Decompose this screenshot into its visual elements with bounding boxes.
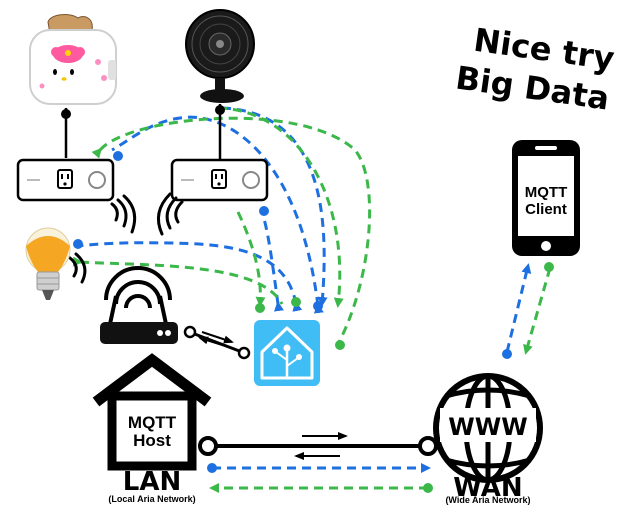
flow-ha-to-fan bbox=[217, 106, 344, 308]
flow-wan-to-phone bbox=[505, 263, 532, 353]
slogan: Nice try Big Data bbox=[453, 21, 616, 118]
flow-plug1-to-ha bbox=[91, 116, 372, 345]
flow-plug2-to-ha bbox=[236, 211, 266, 307]
wan-sublabel: (Wide Aria Network) bbox=[445, 495, 530, 505]
flow-phone-to-wan bbox=[523, 267, 552, 355]
globe-label: WWW bbox=[448, 413, 527, 441]
wifi-router-icon bbox=[100, 266, 178, 344]
smart-plug-2 bbox=[170, 158, 269, 202]
router-ha-link bbox=[183, 325, 251, 360]
phone-label-line1: MQTT bbox=[525, 184, 568, 201]
smartphone-icon bbox=[512, 140, 580, 256]
inbound-flows bbox=[72, 106, 552, 493]
phone-label-line2: Client bbox=[525, 201, 567, 218]
house-label-line1: MQTT bbox=[128, 413, 177, 432]
flow-ha-to-plug2 bbox=[260, 211, 284, 312]
house-label-line2: Host bbox=[133, 431, 171, 450]
globe-icon bbox=[433, 373, 543, 483]
house-icon bbox=[92, 353, 212, 471]
lan-wan-link bbox=[198, 432, 438, 460]
home-assistant-icon bbox=[254, 320, 320, 386]
desk-fan-icon bbox=[185, 9, 255, 160]
smart-plug-1 bbox=[16, 158, 115, 202]
light-bulb-icon bbox=[25, 227, 71, 300]
wifi-waves-icon bbox=[68, 192, 184, 284]
wan-label: WAN bbox=[453, 473, 522, 503]
flow-ha-to-bulb bbox=[75, 241, 303, 312]
hello-kitty-toaster-icon bbox=[29, 14, 117, 158]
lan-sublabel: (Local Aria Network) bbox=[108, 494, 195, 504]
lan-label: LAN bbox=[123, 467, 181, 497]
flow-ha-to-plug1 bbox=[111, 115, 324, 314]
